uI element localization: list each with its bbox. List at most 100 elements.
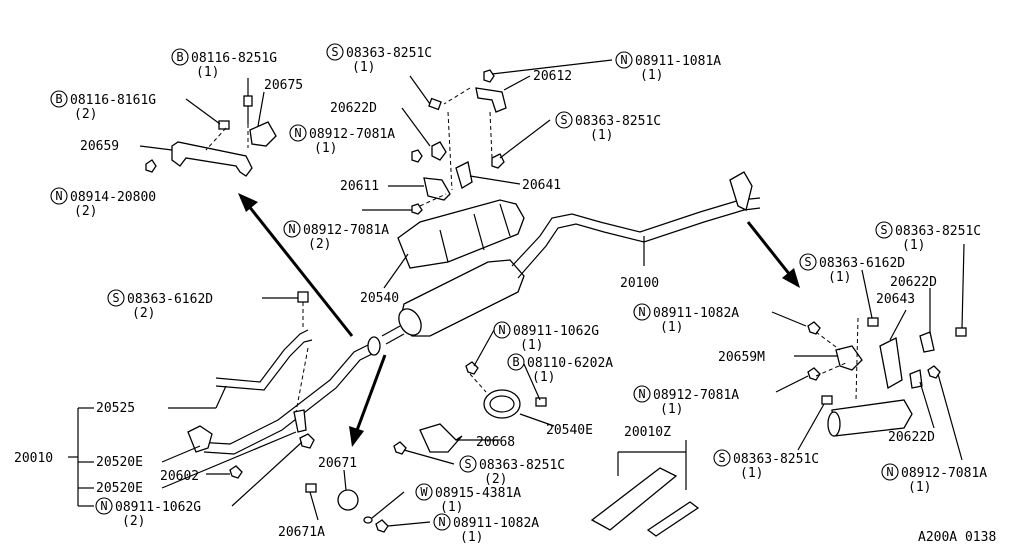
svg-text:08912-7081A: 08912-7081A [901,466,987,481]
part-20525: 20525 [96,401,135,416]
part-20671: 20671 [318,456,357,471]
callout-w08915-4381a: W 08915-4381A (1) [415,483,521,515]
callout-n08911-1062g-left: N 08911-1062G (2) [95,497,201,529]
svg-text:(1): (1) [660,402,683,417]
svg-text:08915-4381A: 08915-4381A [435,486,521,501]
svg-text:08912-7081A: 08912-7081A [653,388,739,403]
clamp-and-gasket [305,361,547,533]
svg-text:N: N [100,499,107,513]
hanger-assembly-left [145,95,277,177]
svg-text:N: N [498,323,505,337]
callout-n08912-7081a-a: N 08912-7081A (1) [289,124,395,156]
callout-s08363-8251c-right: S 08363-8251C (1) [875,221,981,253]
svg-text:(2): (2) [308,237,331,252]
svg-text:08116-8251G: 08116-8251G [191,51,277,66]
svg-text:S: S [464,457,471,471]
svg-text:N: N [638,387,645,401]
svg-text:08912-7081A: 08912-7081A [303,223,389,238]
part-20641: 20641 [522,178,561,193]
part-20659: 20659 [80,139,119,154]
callout-n08911-1081a: N 08911-1081A (1) [615,51,721,83]
part-20671a: 20671A [278,525,325,540]
svg-text:(1): (1) [902,238,925,253]
part-20520e-b: 20520E [96,481,143,496]
svg-text:08363-6162D: 08363-6162D [127,292,213,307]
svg-text:N: N [638,305,645,319]
callout-b08116-8161g: B 08116-8161G (2) [50,90,156,122]
part-20010: 20010 [14,451,53,466]
callout-n08911-1082a-right: N 08911-1082A (1) [633,303,739,335]
callout-n08914-20800: N 08914-20800 (2) [50,187,156,219]
svg-text:S: S [880,223,887,237]
callout-s08363-8251c-low: S 08363-8251C (2) [459,455,565,487]
part-20100: 20100 [620,276,659,291]
svg-text:N: N [294,126,301,140]
front-pipes [187,291,381,479]
svg-text:(1): (1) [532,370,555,385]
svg-text:08914-20800: 08914-20800 [70,190,156,205]
part-20612: 20612 [533,69,572,84]
svg-text:S: S [718,451,725,465]
svg-text:08912-7081A: 08912-7081A [309,127,395,142]
svg-text:(1): (1) [590,128,613,143]
part-20668: 20668 [476,435,515,450]
svg-text:N: N [55,189,62,203]
svg-text:(1): (1) [640,68,663,83]
part-20010z: 20010Z [624,425,671,440]
svg-text:(1): (1) [352,60,375,75]
svg-text:(2): (2) [132,306,155,321]
part-20611: 20611 [340,179,379,194]
svg-text:(1): (1) [908,480,931,495]
svg-text:08911-1082A: 08911-1082A [453,516,539,531]
svg-text:S: S [331,45,338,59]
direction-arrows [238,193,800,447]
sealant-kit [590,451,700,537]
main-muffler-tailpipe [381,171,761,345]
svg-text:B: B [176,50,183,64]
svg-text:B: B [55,92,62,106]
callout-n08912-7081a-br: N 08912-7081A (1) [881,463,987,495]
svg-text:08363-8251C: 08363-8251C [479,458,565,473]
svg-text:08363-6162D: 08363-6162D [819,256,905,271]
svg-text:S: S [804,255,811,269]
svg-text:N: N [288,222,295,236]
svg-text:(1): (1) [460,530,483,545]
svg-text:08116-8161G: 08116-8161G [70,93,156,108]
part-20659m: 20659M [718,350,765,365]
svg-text:(1): (1) [740,466,763,481]
svg-text:(1): (1) [520,338,543,353]
part-numbers: 20675 20612 20622D 20659 20611 20641 205… [14,69,937,540]
svg-text:08363-8251C: 08363-8251C [895,224,981,239]
part-20520e-a: 20520E [96,455,143,470]
part-20622d-top: 20622D [330,101,377,116]
svg-text:B: B [512,355,519,369]
svg-text:N: N [438,515,445,529]
part-20540e: 20540E [546,423,593,438]
svg-text:08911-1062G: 08911-1062G [513,324,599,339]
svg-text:08911-1081A: 08911-1081A [635,54,721,69]
part-20602: 20602 [160,469,199,484]
svg-text:(1): (1) [440,500,463,515]
svg-text:N: N [620,53,627,67]
svg-text:S: S [112,291,119,305]
callout-n08911-1082a-bot: N 08911-1082A (1) [433,513,539,545]
part-20675: 20675 [264,78,303,93]
svg-text:08911-1082A: 08911-1082A [653,306,739,321]
svg-text:08911-1062G: 08911-1062G [115,500,201,515]
svg-text:(1): (1) [314,141,337,156]
callout-s08363-8251c-mid: S 08363-8251C (1) [555,111,661,143]
svg-text:(2): (2) [74,107,97,122]
part-20622d-r2: 20622D [888,430,935,445]
part-20540: 20540 [360,291,399,306]
callout-s08363-8251c-br: S 08363-8251C (1) [713,449,819,481]
part-20622d-r1: 20622D [890,275,937,290]
callout-s08363-6162d-right: S 08363-6162D (1) [799,253,905,285]
callout-n08911-1062g-mid: N 08911-1062G (1) [493,321,599,353]
callout-n08912-7081a-right: N 08912-7081A (1) [633,385,739,417]
svg-text:(1): (1) [660,320,683,335]
svg-text:W: W [420,485,428,499]
callout-s08363-6162d-left: S 08363-6162D (2) [107,289,213,321]
svg-text:08363-8251C: 08363-8251C [733,452,819,467]
svg-text:(2): (2) [484,472,507,487]
